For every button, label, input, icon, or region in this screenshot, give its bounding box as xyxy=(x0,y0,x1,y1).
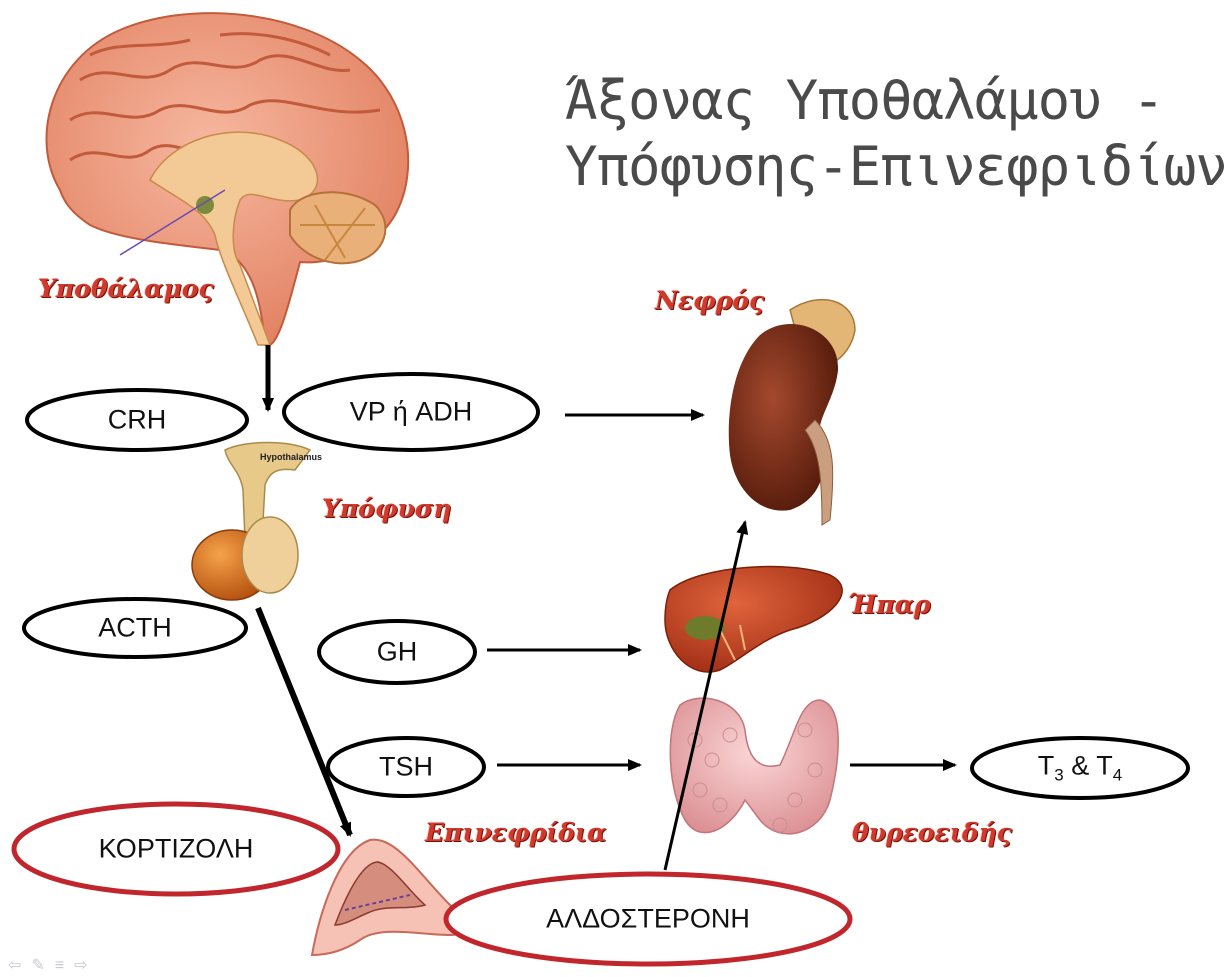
liver-illustration xyxy=(665,567,842,672)
page-title: Άξονας Υποθαλάμου - Υπόφυσης-Επινεφριδίω… xyxy=(565,68,1227,200)
label-pituitary: Υπόφυση xyxy=(322,494,451,523)
title-line-2: Υπόφυσης-Επινεφριδίων xyxy=(565,134,1227,200)
prev-arrow-icon[interactable]: ⇦ xyxy=(8,957,31,974)
hormone-crh: CRH xyxy=(108,405,167,436)
label-pituitary-inset: Hypothalamus xyxy=(260,452,322,462)
kidney-illustration xyxy=(729,300,855,525)
title-line-1: Άξονας Υποθαλάμου - xyxy=(565,68,1227,134)
t3-t4-t: T xyxy=(1038,751,1055,781)
t4-subscript: 4 xyxy=(1113,766,1122,785)
hormone-cortisol: ΚΟΡΤΙΖΟΛΗ xyxy=(99,834,254,865)
next-arrow-icon[interactable]: ⇨ xyxy=(74,957,97,974)
pituitary-illustration xyxy=(192,443,310,601)
thyroid-illustration xyxy=(670,698,838,834)
label-hypothalamus: Υποθάλαμος xyxy=(38,274,214,303)
hormone-aldosterone: ΑΛΔΟΣΤΕΡΟΝΗ xyxy=(546,904,750,935)
label-thyroid: θυρεοειδής xyxy=(852,818,1012,847)
label-adrenal: Επινεφρίδια xyxy=(425,818,606,847)
hormone-t3-t4: T3 & T4 xyxy=(1038,751,1122,786)
slide-nav: ⇦✎≡⇨ xyxy=(8,955,98,975)
hormone-ovals xyxy=(14,374,1188,964)
t3-t4-amp: & T xyxy=(1064,751,1113,781)
menu-icon[interactable]: ≡ xyxy=(55,957,74,974)
label-liver: Ήπαρ xyxy=(848,590,931,619)
pen-icon[interactable]: ✎ xyxy=(31,957,54,974)
hormone-vp-adh: VP ή ADH xyxy=(350,397,473,428)
label-kidney: Νεφρός xyxy=(655,286,764,315)
t3-subscript: 3 xyxy=(1054,766,1063,785)
hormone-tsh: TSH xyxy=(379,752,433,783)
hormone-acth: ACTH xyxy=(98,613,172,644)
hormone-gh: GH xyxy=(377,637,418,668)
